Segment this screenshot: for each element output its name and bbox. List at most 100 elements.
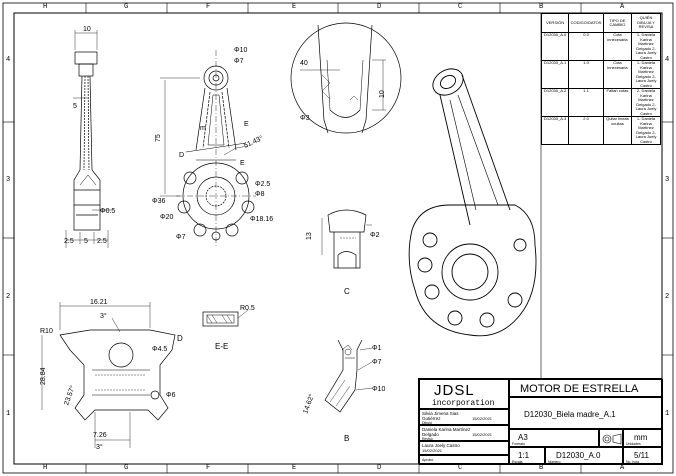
rev-cell: 1.1 — [568, 88, 604, 117]
dim-b-ang: 14.62° — [301, 393, 316, 415]
drawn-date: 15/02/2021 — [472, 416, 493, 421]
number-cell: D12030_A.0 Número — [545, 447, 623, 465]
dim-d36: Φ36 — [152, 198, 165, 205]
drawn-cell: Silvia Jimena Sias Gutiérrez 15/02/2021 … — [419, 409, 509, 425]
dim-ang3-top: 3° — [100, 312, 107, 320]
rev-cell: D12030_A.2 — [540, 88, 570, 117]
dim-b-d1: Φ1 — [372, 345, 382, 352]
checked-date: 15/02/2021 — [472, 432, 493, 437]
title-block: JDSL incorporation MOTOR DE ESTRELLA D12… — [418, 378, 663, 465]
zone-right-3: 3 — [665, 176, 670, 184]
zone-top-g: G — [124, 3, 129, 11]
dim-c-h13: 13 — [306, 232, 313, 240]
dim-ang3-bot: 3° — [96, 443, 103, 451]
view-label-b: B — [344, 434, 349, 443]
zone-top-c: C — [458, 3, 463, 11]
zone-top-h: H — [43, 3, 48, 11]
zone-bottom-e: E — [292, 464, 297, 472]
approved-caption: Aprobó — [422, 458, 434, 462]
dim-d1816: Φ18.16 — [250, 216, 273, 223]
zone-left-3: 3 — [6, 176, 11, 184]
company-cell: JDSL incorporation — [419, 379, 509, 409]
rev-cell: 1.0 — [568, 60, 604, 89]
dim-bottom-a: 2.5 — [64, 238, 74, 245]
approved-by: Laura Joely Castro — [422, 443, 460, 448]
zone-bottom-a: A — [620, 464, 625, 472]
dim-bottom-b: 5 — [84, 238, 88, 245]
detail-c — [290, 22, 402, 134]
dim-bottom-c: 2.5 — [97, 238, 107, 245]
title-cell: MOTOR DE ESTRELLA — [509, 379, 663, 397]
zone-bottom-h: H — [43, 464, 48, 472]
dim-top-width: 10 — [83, 26, 91, 33]
company-name: JDSL — [434, 382, 475, 399]
drawing-title: MOTOR DE ESTRELLA — [520, 383, 639, 395]
section-ee — [202, 309, 249, 327]
front-view — [160, 50, 256, 248]
section-c-small — [321, 209, 372, 269]
rev-cell: Faltan cotas — [602, 88, 633, 117]
zone-right-4: 4 — [665, 56, 670, 64]
dim-r05: R0.5 — [240, 305, 255, 312]
detail-b — [324, 339, 373, 413]
part-name: D12030_Biela madre_A.1 — [524, 410, 616, 419]
view-labels: D E-E C B — [177, 287, 350, 443]
section-d — [41, 302, 176, 448]
zone-bottom-f: F — [206, 464, 211, 472]
number-caption: Número — [548, 460, 561, 464]
dim-d7-top: Φ7 — [234, 58, 244, 65]
units-cell: mm Unidades — [623, 429, 663, 447]
scale-cell: 1:1 Escala — [509, 447, 545, 465]
part-cell: D12030_Biela madre_A.1 — [509, 397, 663, 429]
dim-c-d3: Φ3 — [300, 115, 310, 122]
scale-value: 1:1 — [518, 451, 530, 460]
rev-cell: Quitar líneas ocultas — [602, 116, 633, 145]
drawing-number: D12030_A.0 — [556, 451, 601, 460]
drawn-by: Silvia Jimena Sias Gutiérrez — [422, 411, 459, 421]
dim-c-d2: Φ2 — [370, 232, 380, 239]
checked-by: Daniela Karina Martínez Delgado — [422, 427, 471, 437]
sheet-size: A3 — [518, 433, 528, 442]
dim-c-h10: 10 — [379, 90, 386, 98]
scale-caption: Escala — [512, 460, 523, 464]
drawn-caption: Dibujó — [422, 421, 432, 425]
zone-ticks — [3, 3, 673, 473]
rev-cell: D12030_A.0 — [540, 32, 570, 61]
dim-left-5: 5 — [73, 103, 77, 110]
dim-d20: Φ20 — [160, 214, 173, 221]
dim-w1621: 16.21 — [90, 299, 108, 306]
rev-header-version: VERSIÓN — [540, 13, 570, 33]
dim-h2884: 28.84 — [40, 367, 47, 385]
dim-b-d7: Φ7 — [372, 359, 382, 366]
sheet-number: 5/11 — [634, 451, 649, 460]
rev-cell: 1- Daniela Karina Martínez Delgado 2- La… — [631, 116, 661, 145]
side-view — [65, 30, 112, 248]
rev-header-change: TIPO DE CAMBIO — [602, 13, 633, 33]
label-d: D — [179, 152, 184, 159]
zone-top-d: D — [377, 3, 382, 11]
dim-ang2357: 23.57° — [62, 384, 77, 406]
zone-left-4: 4 — [6, 56, 11, 64]
units-caption: Unidades — [626, 442, 641, 446]
rev-cell: 2- Daniela Karina Martínez Delgado 2- La… — [631, 88, 661, 117]
projection-icon — [602, 433, 622, 445]
company-sub: incorporation — [432, 399, 495, 408]
sheet-cell: 5/11 No. hoja — [623, 447, 663, 465]
label-e-bot: E — [240, 160, 245, 167]
checked-caption: Revisó — [422, 437, 433, 441]
rev-cell: 1- Daniela Karina Martínez Delgado 2- La… — [631, 60, 661, 89]
projection-cell — [599, 429, 623, 447]
dim-d45: Φ4.5 — [152, 346, 167, 353]
rev-cell: Cota innecesaria — [602, 32, 633, 61]
checked-cell: Daniela Karina Martínez Delgado 15/02/20… — [419, 425, 509, 441]
rev-cell: D12030_A.1 — [540, 60, 570, 89]
zone-bottom-d: D — [377, 464, 382, 472]
approved-caption-cell: Aprobó — [419, 455, 509, 465]
dimension-labels: 10 5 Φ0.5 2.5 5 2.5 Φ10 Φ7 75 51.43° Φ2.… — [40, 26, 386, 451]
rev-cell: 0.0 — [568, 32, 604, 61]
dim-c-ang40: 40 — [300, 60, 308, 67]
rev-cell: D12030_A.3 — [540, 116, 570, 145]
view-label-d: D — [177, 334, 183, 343]
revision-table: VERSIÓN CODIGO/DATOS TIPO DE CAMBIO QUIÉ… — [540, 13, 661, 145]
